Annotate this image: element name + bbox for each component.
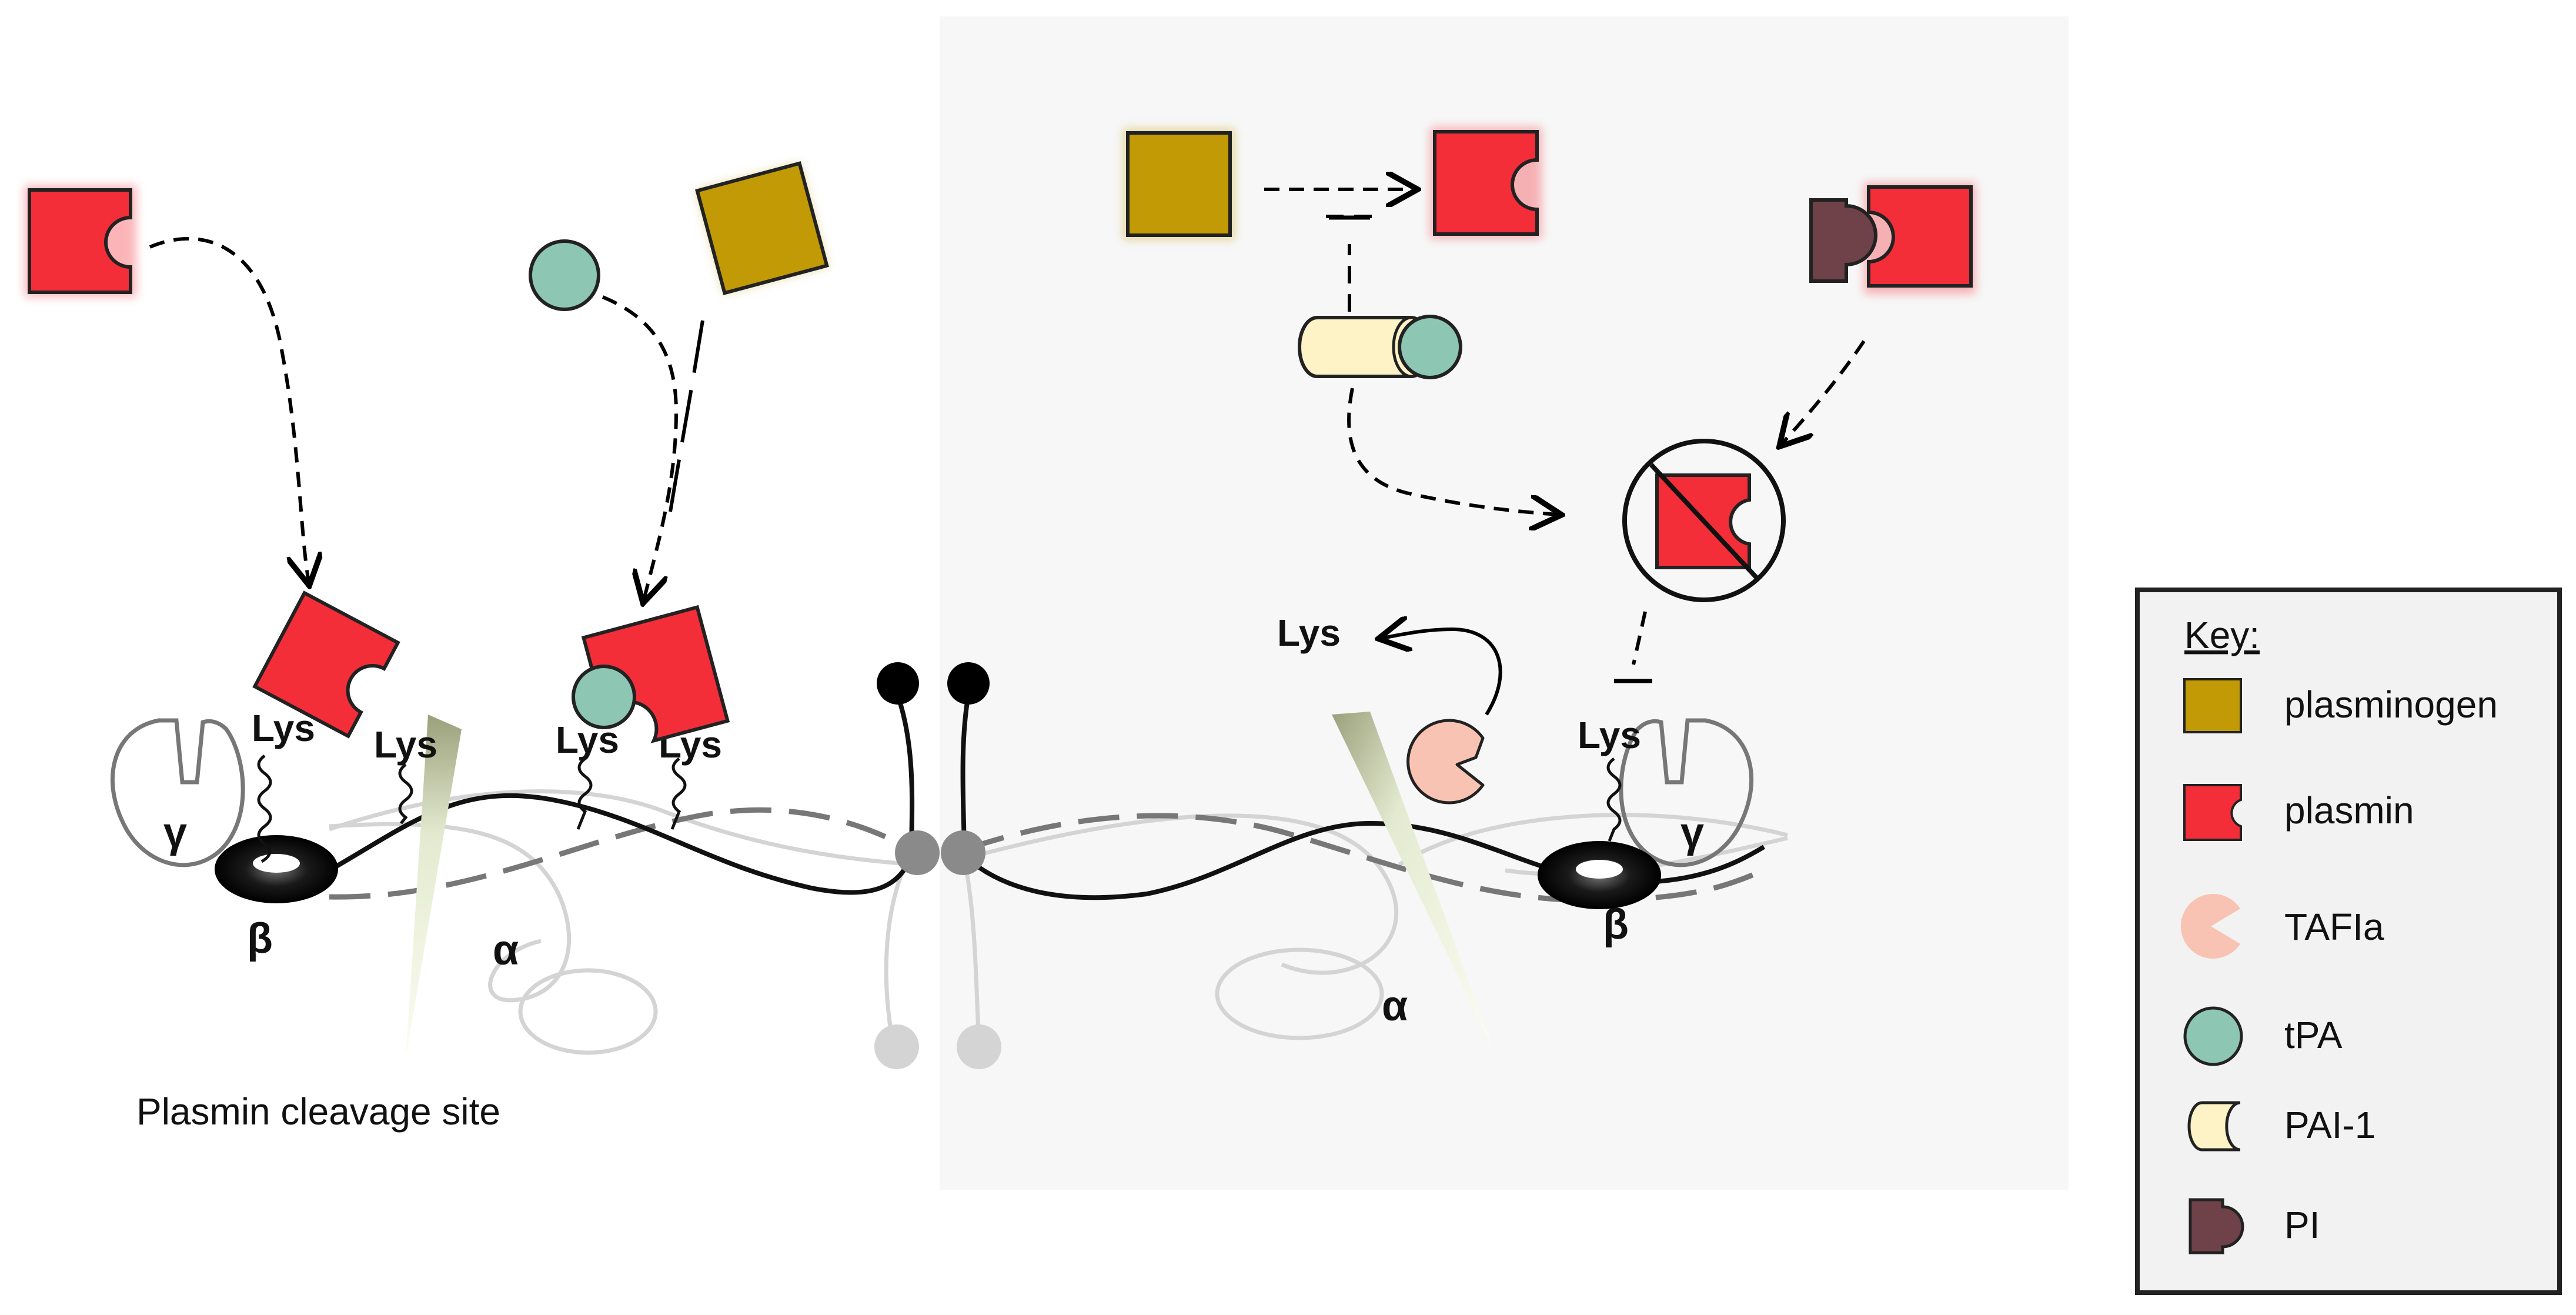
beta-label-left: β: [247, 915, 273, 962]
key-title: Key:: [2184, 614, 2260, 656]
beta-torus-left: [215, 835, 338, 903]
arrow-plasmin-to-fibrin: [149, 236, 309, 582]
pai1-tpa-complex: [1298, 315, 1462, 379]
key-label-plasminogen: plasminogen: [2284, 683, 2498, 726]
tpa-circle-icon: [2183, 1006, 2243, 1066]
plasminogen-square-icon: [2183, 678, 2242, 733]
alpha-label-left: α: [493, 927, 519, 974]
tafia-bound: [1406, 719, 1485, 805]
inactive-plasmin-symbol: [1622, 439, 1786, 602]
gamma-domain-right: [1619, 718, 1754, 867]
plasminogen-free-left: [695, 161, 829, 295]
lys-label-left-2: Lys: [374, 723, 437, 766]
gamma-label-left: γ: [163, 809, 187, 856]
plasminogen-panel: [1123, 128, 1235, 240]
key-label-tpa: tPA: [2284, 1014, 2343, 1056]
lys-squiggles: [257, 755, 1622, 863]
arrow-lys-release: [1382, 629, 1502, 716]
line-plasminogen-to-fibrin: [669, 320, 704, 512]
inhibition-inactive-plasmin: [1632, 611, 1647, 665]
beta-torus-right: [1538, 841, 1661, 909]
gamma-label-right: γ: [1680, 809, 1704, 856]
tpa-free-left: [529, 239, 600, 311]
plasmin-panel: [1430, 127, 1542, 239]
key-label-plasmin: plasmin: [2284, 789, 2414, 832]
key-label-pai1: PAI-1: [2284, 1104, 2375, 1146]
central-node-right: [941, 830, 985, 875]
fibrin-top-knob-left: [877, 662, 919, 705]
tpa-bound-center: [572, 665, 636, 729]
pi-notched-icon: [2189, 1198, 2244, 1254]
fibrin-bottom-knob-right: [957, 1024, 1001, 1069]
lys-label-right: Lys: [1578, 714, 1641, 756]
key-label-pi: PI: [2284, 1204, 2320, 1246]
key-label-tafia: TAFIa: [2284, 906, 2384, 948]
cleavage-site-caption: Plasmin cleavage site: [136, 1090, 500, 1133]
arrow-pai1-to-inactive-plasmin: [1347, 388, 1558, 515]
beta-label-right: β: [1603, 901, 1629, 948]
alpha-label-right: α: [1382, 983, 1408, 1030]
plasmin-bound-left: [252, 590, 400, 739]
lys-label-released: Lys: [1277, 612, 1341, 654]
plasmin-free-left: [25, 185, 136, 297]
pai1-cylinder-icon: [2187, 1101, 2241, 1152]
tafia-pacman-icon: [2180, 893, 2240, 959]
fibrin-top-knob-right: [947, 662, 990, 705]
gamma-domain-left: [110, 718, 245, 867]
central-node-left: [895, 830, 940, 875]
cleavage-site-cone-left: [406, 715, 462, 1059]
arrow-tpa-to-fibrin: [602, 295, 679, 600]
fibrin-bottom-knob-left: [874, 1024, 919, 1069]
key-legend: Key: plasminogen plasmin TAFIa tPA PAI-1…: [2135, 588, 2562, 1295]
cleavage-site-cone-right: [1332, 712, 1494, 1050]
pi-plasmin-complex: [1809, 182, 1976, 294]
fibrin-dashed-strands: [329, 807, 1765, 903]
plasmin-notched-square-icon: [2183, 784, 2242, 841]
